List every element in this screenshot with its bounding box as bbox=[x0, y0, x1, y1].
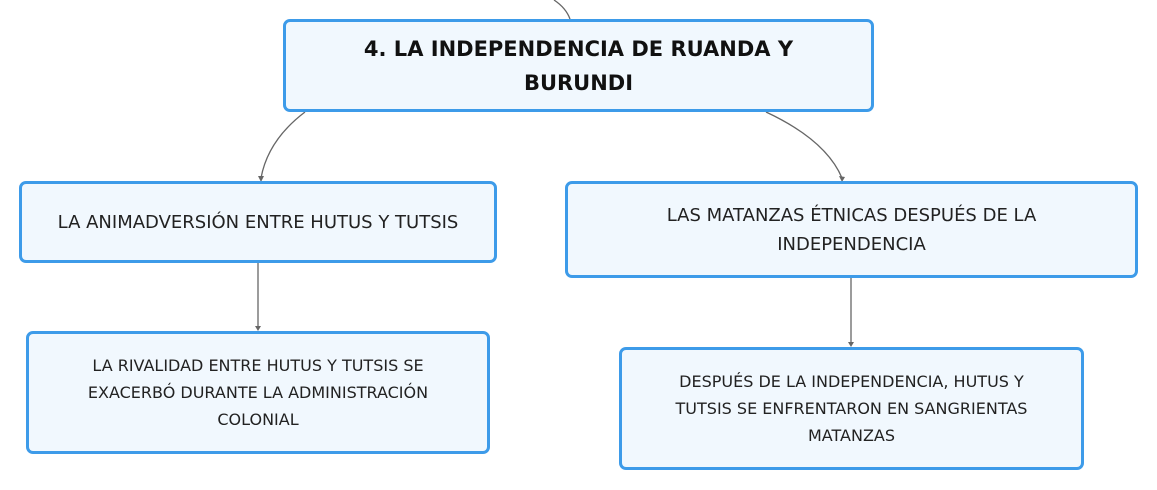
right-detail-text: DESPUÉS DE LA INDEPENDENCIA, HUTUS Y TUT… bbox=[676, 368, 1028, 449]
right-detail-line: MATANZAS bbox=[807, 426, 895, 445]
right-topic-line: INDEPENDENCIA bbox=[777, 233, 926, 255]
left-topic-text: LA ANIMADVERSIÓN ENTRE HUTUS Y TUTSIS bbox=[58, 208, 459, 237]
right-detail-line: TUTSIS SE ENFRENTARON EN SANGRIENTAS bbox=[675, 399, 1028, 418]
left-detail-line: LA RIVALIDAD ENTRE HUTUS Y TUTSIS SE bbox=[92, 356, 424, 375]
right-topic-line: LAS MATANZAS ÉTNICAS DESPUÉS DE LA bbox=[666, 204, 1037, 226]
left-detail-node[interactable]: LA RIVALIDAD ENTRE HUTUS Y TUTSIS SE EXA… bbox=[26, 331, 490, 454]
right-topic-node[interactable]: LAS MATANZAS ÉTNICAS DESPUÉS DE LA INDEP… bbox=[565, 181, 1138, 278]
arrowhead-right-detail bbox=[848, 342, 854, 347]
left-topic-node[interactable]: LA ANIMADVERSIÓN ENTRE HUTUS Y TUTSIS bbox=[19, 181, 497, 263]
left-detail-line: COLONIAL bbox=[217, 410, 299, 429]
right-topic-text: LAS MATANZAS ÉTNICAS DESPUÉS DE LA INDEP… bbox=[667, 201, 1037, 259]
connector-parent-to-root bbox=[553, 0, 571, 20]
arrowhead-right-topic bbox=[839, 176, 845, 182]
root-topic-line: 4. LA INDEPENDENCIA DE RUANDA Y bbox=[363, 36, 794, 61]
left-detail-line: EXACERBÓ DURANTE LA ADMINISTRACIÓN bbox=[87, 383, 429, 402]
left-detail-text: LA RIVALIDAD ENTRE HUTUS Y TUTSIS SE EXA… bbox=[88, 352, 428, 433]
right-detail-node[interactable]: DESPUÉS DE LA INDEPENDENCIA, HUTUS Y TUT… bbox=[619, 347, 1084, 470]
root-topic-line: BURUNDI bbox=[523, 70, 634, 95]
root-topic-node[interactable]: 4. LA INDEPENDENCIA DE RUANDA Y BURUNDI bbox=[283, 19, 874, 112]
right-detail-line: DESPUÉS DE LA INDEPENDENCIA, HUTUS Y bbox=[679, 372, 1024, 391]
arrowhead-left-detail bbox=[255, 326, 261, 331]
root-topic-text: 4. LA INDEPENDENCIA DE RUANDA Y BURUNDI bbox=[364, 32, 793, 100]
arrowhead-left-topic bbox=[258, 176, 264, 182]
connector-root-to-left-topic bbox=[260, 111, 306, 179]
left-topic-line: LA ANIMADVERSIÓN ENTRE HUTUS Y TUTSIS bbox=[57, 211, 459, 233]
connector-root-to-right-topic bbox=[765, 111, 843, 179]
